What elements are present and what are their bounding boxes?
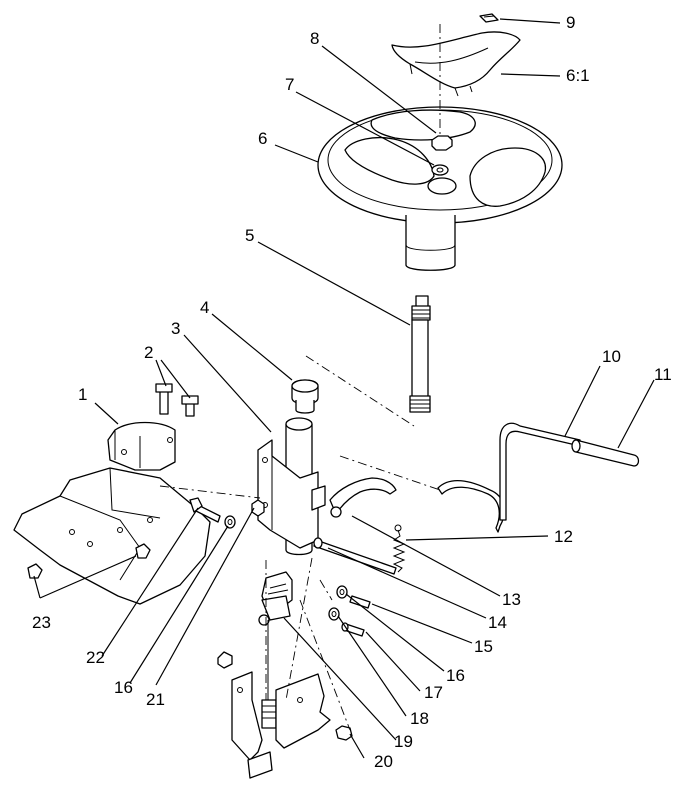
support-bracket <box>107 421 176 471</box>
callout-18: 18 <box>410 709 429 728</box>
callout-1: 1 <box>78 385 87 404</box>
callout-20: 20 <box>374 752 393 771</box>
callout-14: 14 <box>488 613 507 632</box>
callout-10: 10 <box>602 347 621 366</box>
callout-5: 5 <box>245 226 254 245</box>
callout-22: 22 <box>86 648 105 667</box>
bolt-15 <box>349 595 371 609</box>
link-bracket <box>329 477 397 518</box>
cap-insert <box>479 13 499 23</box>
pin-14 <box>313 537 397 575</box>
callout-12: 12 <box>554 527 573 546</box>
bolt-18 <box>328 607 340 621</box>
bolt-2b <box>181 395 199 417</box>
callout-6-1: 6:1 <box>566 66 590 85</box>
lower-steering-shaft <box>261 620 277 729</box>
lower-mount-bracket <box>217 651 331 779</box>
steering-wheel <box>317 106 563 271</box>
callout-23: 23 <box>32 613 51 632</box>
callout-6: 6 <box>258 129 267 148</box>
callout-19: 19 <box>394 732 413 751</box>
callout-15: 15 <box>474 637 493 656</box>
steering-wheel-nut <box>431 135 453 151</box>
assembly-centerlines <box>159 24 441 731</box>
callout-7: 7 <box>285 75 294 94</box>
callout-labels: 1 2 3 4 5 6 6:1 7 8 9 10 11 12 13 14 15 … <box>32 13 672 771</box>
callout-13: 13 <box>502 590 521 609</box>
callout-16-right: 16 <box>446 666 465 685</box>
washer-16-right <box>336 585 348 599</box>
callout-3: 3 <box>171 319 180 338</box>
steering-lever <box>437 422 581 533</box>
callout-4: 4 <box>200 298 209 317</box>
callout-9: 9 <box>566 13 575 32</box>
washer-16-left <box>224 515 236 529</box>
callout-17: 17 <box>424 683 443 702</box>
universal-joint <box>258 571 293 626</box>
callout-16-left: 16 <box>114 678 133 697</box>
bolt-22 <box>189 497 221 523</box>
steering-wheel-cap <box>391 31 521 97</box>
bolt-2a <box>155 383 173 415</box>
handle-grip <box>571 439 640 467</box>
support-frame <box>13 467 211 605</box>
callout-11: 11 <box>654 365 672 384</box>
callout-leaders <box>33 18 655 759</box>
callout-8: 8 <box>310 29 319 48</box>
spacer-17 <box>341 622 365 637</box>
washer <box>431 164 449 176</box>
steering-shaft <box>409 295 431 413</box>
bushing <box>291 379 319 414</box>
callout-21: 21 <box>146 690 165 709</box>
spring <box>392 524 406 573</box>
callout-2: 2 <box>144 343 153 362</box>
steering-column <box>257 417 326 556</box>
nut-20 <box>335 725 353 741</box>
